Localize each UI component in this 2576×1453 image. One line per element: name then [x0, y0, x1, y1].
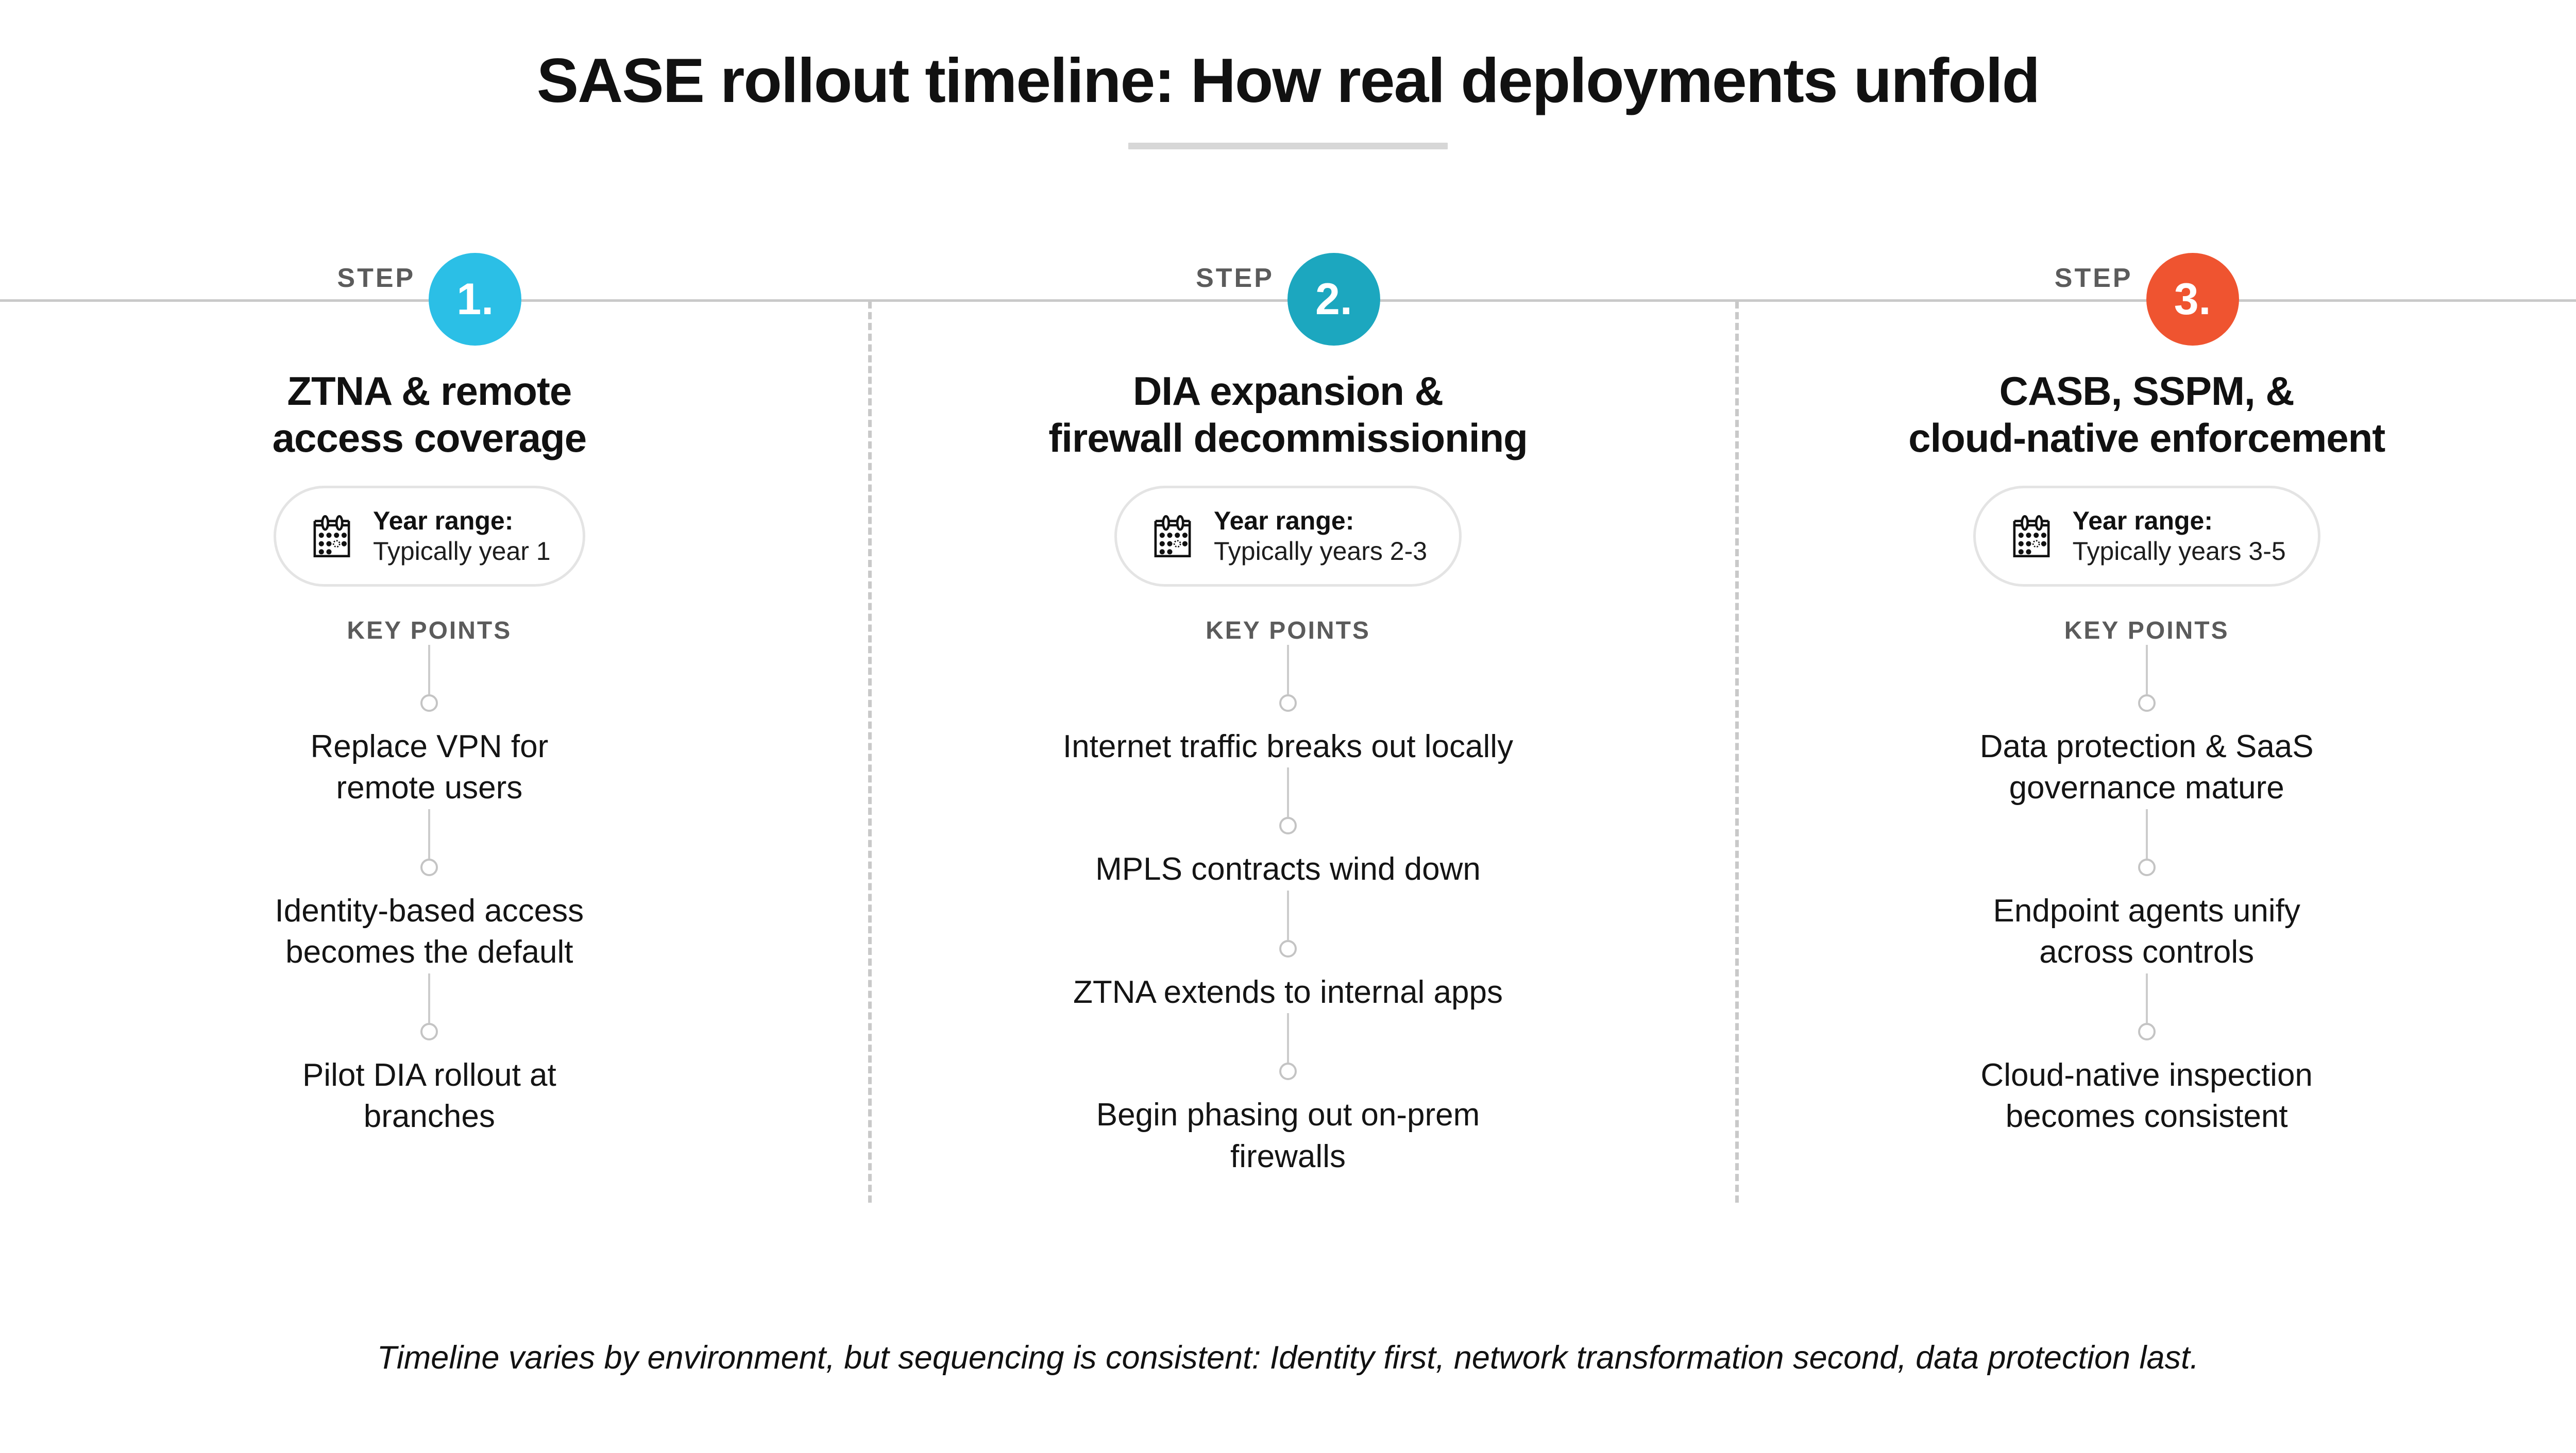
- connector-line: [428, 809, 431, 859]
- step-label-1: STEP: [337, 263, 416, 293]
- key-points-label-1: KEY POINTS: [347, 617, 512, 644]
- step-header-2: STEP 2.: [1196, 237, 1380, 366]
- connector-node: [2138, 694, 2156, 712]
- year-range-text-1: Year range: Typically year 1: [373, 506, 551, 567]
- step-title-2: DIA expansion & firewall decommissioning: [1048, 368, 1528, 461]
- key-point-item: Pilot DIA rollout at branches: [302, 1057, 556, 1135]
- connector-node: [1279, 817, 1297, 835]
- page-title: SASE rollout timeline: How real deployme…: [536, 45, 2040, 115]
- connector-line: [2145, 644, 2148, 694]
- column-divider-2: [1735, 301, 1739, 1203]
- calendar-icon: [1149, 512, 1196, 560]
- year-range-pill-2: Year range: Typically years 2-3: [1114, 485, 1462, 587]
- key-point-item: Replace VPN for remote users: [310, 728, 549, 806]
- calendar-icon: [308, 512, 355, 560]
- step-label-3: STEP: [2054, 263, 2133, 293]
- year-range-pill-3: Year range: Typically years 3-5: [1973, 485, 2320, 587]
- step-column-1: STEP 1. ZTNA & remote access coverage: [0, 237, 859, 1138]
- connector-node: [1279, 939, 1297, 958]
- key-point-item: Data protection & SaaS governance mature: [1979, 728, 2314, 806]
- connector-line: [1287, 1013, 1289, 1063]
- connector-node: [2138, 858, 2156, 876]
- step-label-2: STEP: [1196, 263, 1274, 293]
- year-range-label-1: Year range:: [373, 506, 514, 535]
- title-block: SASE rollout timeline: How real deployme…: [0, 0, 2576, 150]
- key-point-item: Cloud-native inspection becomes consiste…: [1980, 1057, 2313, 1135]
- key-point-item: Identity-based access becomes the defaul…: [275, 893, 584, 970]
- connector-line: [428, 973, 431, 1023]
- column-divider-1: [868, 301, 872, 1203]
- connector-line: [1287, 767, 1289, 817]
- key-points-label-2: KEY POINTS: [1206, 617, 1370, 644]
- connector-line: [2145, 809, 2148, 859]
- connector-line: [1287, 644, 1289, 694]
- connector-node: [420, 694, 438, 712]
- connector-node: [420, 1022, 438, 1040]
- step-title-3: CASB, SSPM, & cloud-native enforcement: [1908, 368, 2385, 461]
- key-points-list-2: Internet traffic breaks out locally MPLS…: [859, 644, 1718, 1178]
- key-point-item: Begin phasing out on-prem firewalls: [1096, 1097, 1480, 1174]
- step-title-1: ZTNA & remote access coverage: [272, 368, 587, 461]
- step-badge-3: 3.: [2146, 253, 2239, 346]
- year-range-value-2: Typically years 2-3: [1213, 536, 1428, 566]
- key-points-label-3: KEY POINTS: [2064, 617, 2229, 644]
- year-range-pill-1: Year range: Typically year 1: [274, 485, 585, 587]
- step-header-3: STEP 3.: [2055, 237, 2239, 366]
- key-point-item: Internet traffic breaks out locally: [1062, 728, 1514, 764]
- year-range-value-3: Typically years 3-5: [2072, 536, 2286, 566]
- year-range-text-3: Year range: Typically years 3-5: [2073, 506, 2286, 567]
- key-points-list-1: Replace VPN for remote users Identity-ba…: [0, 644, 859, 1138]
- step-column-2: STEP 2. DIA expansion & firewall decommi…: [859, 237, 1718, 1177]
- key-point-item: MPLS contracts wind down: [1095, 851, 1481, 887]
- footer-note: Timeline varies by environment, but sequ…: [377, 1340, 2199, 1376]
- key-points-list-3: Data protection & SaaS governance mature…: [1717, 644, 2576, 1138]
- connector-node: [2138, 1022, 2156, 1040]
- connector-node: [1279, 1063, 1297, 1081]
- steps-container: STEP 1. ZTNA & remote access coverage: [0, 237, 2576, 1203]
- step-badge-2: 2.: [1287, 253, 1380, 346]
- step-column-3: STEP 3. CASB, SSPM, & cloud-native enfor…: [1717, 237, 2576, 1138]
- year-range-label-2: Year range:: [1213, 506, 1354, 535]
- step-badge-1: 1.: [429, 253, 522, 346]
- step-header-1: STEP 1.: [337, 237, 522, 366]
- connector-line: [1287, 890, 1289, 940]
- key-point-item: ZTNA extends to internal apps: [1073, 974, 1503, 1010]
- year-range-value-1: Typically year 1: [373, 536, 551, 566]
- connector-line: [428, 644, 431, 694]
- year-range-label-3: Year range:: [2072, 506, 2213, 535]
- year-range-text-2: Year range: Typically years 2-3: [1214, 506, 1427, 567]
- connector-line: [2145, 973, 2148, 1023]
- key-point-item: Endpoint agents unify across controls: [1993, 893, 2300, 970]
- connector-node: [1279, 694, 1297, 712]
- title-divider: [1128, 143, 1448, 150]
- calendar-icon: [2008, 512, 2055, 560]
- connector-node: [420, 858, 438, 876]
